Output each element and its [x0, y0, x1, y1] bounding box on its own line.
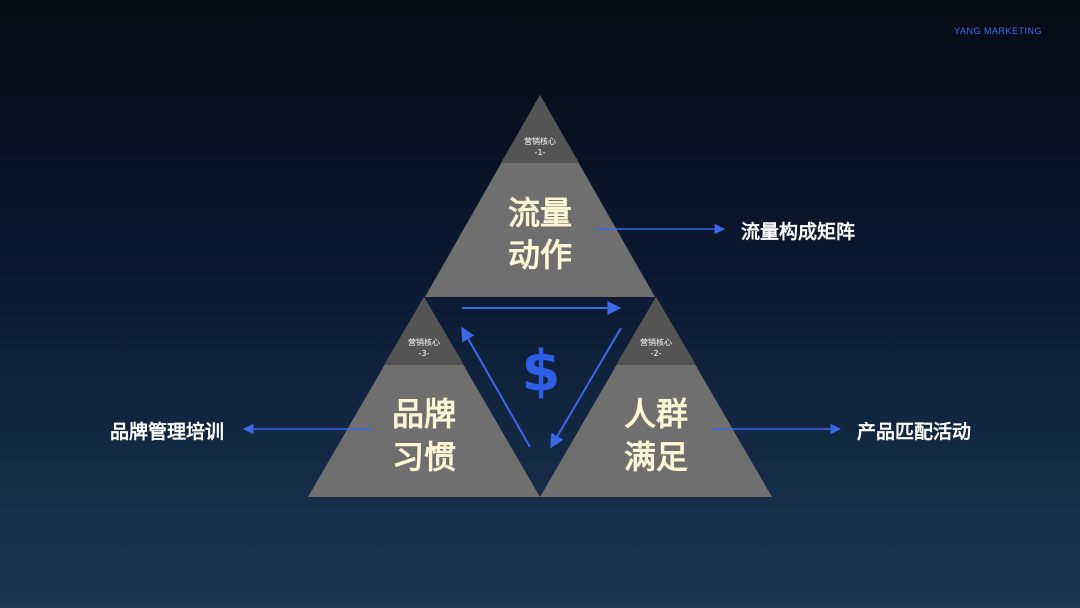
core-2-title-line1: 人群	[624, 395, 688, 433]
core-3-body	[308, 297, 540, 497]
side-label-core-3: 品牌管理培训	[110, 420, 224, 443]
core-1-number: -1-	[535, 148, 546, 157]
side-label-core-2: 产品匹配活动	[857, 420, 971, 443]
core-1-tag: 营销核心	[524, 136, 556, 146]
core-3-number: -3-	[419, 349, 430, 358]
core-2-tip	[616, 297, 696, 365]
core-3-tag: 营销核心	[408, 337, 440, 347]
core-2-number: -2-	[651, 349, 662, 358]
core-3-title-line1: 品牌	[392, 395, 456, 433]
core-3-title-line2: 习惯	[392, 438, 456, 476]
core-1-title-line1: 流量	[508, 194, 572, 232]
core-2-title-line2: 满足	[624, 438, 688, 476]
core-1-title-line2: 动作	[508, 236, 572, 274]
core-2-body	[540, 297, 772, 497]
core-1-tip	[501, 95, 579, 163]
core-3-triangle: 营销核心 -3- 品牌 习惯	[308, 297, 540, 497]
core-1-body	[425, 95, 655, 297]
cycle-arrows	[461, 301, 622, 449]
core-2-tag: 营销核心	[640, 337, 672, 347]
brand-label: YANG MARKETING	[954, 26, 1042, 36]
dollar-icon: $	[522, 339, 561, 404]
core-1-triangle: 营销核心 -1- 流量 动作	[425, 95, 655, 297]
side-label-core-1: 流量构成矩阵	[741, 220, 855, 243]
core-3-tip	[384, 297, 464, 365]
cycle-arrow-left	[461, 326, 531, 448]
cycle-arrow-right	[550, 327, 622, 449]
core-2-triangle: 营销核心 -2- 人群 满足	[540, 297, 772, 497]
